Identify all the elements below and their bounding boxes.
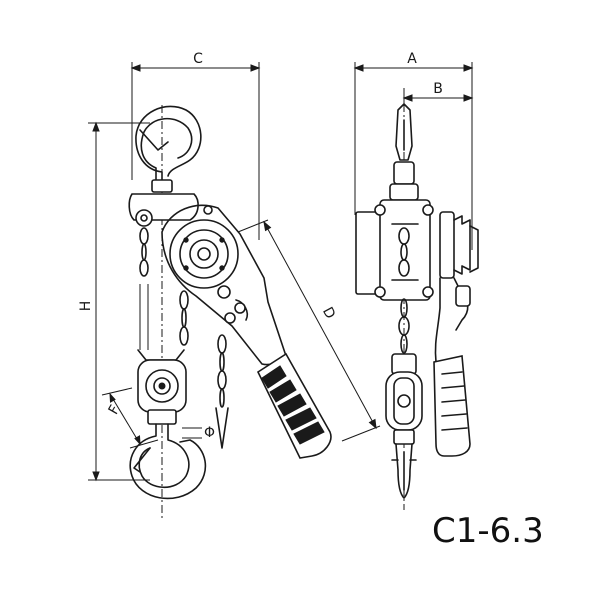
side-top-hook [389,103,419,201]
hoist-body [128,193,287,366]
front-view [128,105,332,520]
lever-handle-grip [256,352,332,459]
dimension-h-label: H [78,301,94,312]
bottom-block [137,349,187,425]
side-bottom-hook [391,443,417,499]
load-chain-left [139,227,149,350]
dimension-f-label: F [106,403,124,418]
model-label: C1-6.3 [432,511,544,551]
bottom-hook [129,423,207,500]
side-chain-block [385,298,423,445]
top-hook [135,105,202,193]
dimension-c-label: C [193,51,203,67]
side-view [355,88,479,510]
dimension-a-label: A [407,51,417,67]
hand-chain [179,290,229,449]
side-lever [433,277,471,457]
dimension-c: C [130,51,261,240]
dimension-phi-label: Φ [204,425,215,441]
dimension-b: B [402,81,474,112]
side-housing [355,199,479,301]
dimension-b-label: B [433,81,443,97]
dimension-d-label: D [319,305,338,322]
dimension-phi: Φ [182,425,215,441]
dimension-a: A [353,51,474,250]
dimension-h: H [78,121,150,482]
